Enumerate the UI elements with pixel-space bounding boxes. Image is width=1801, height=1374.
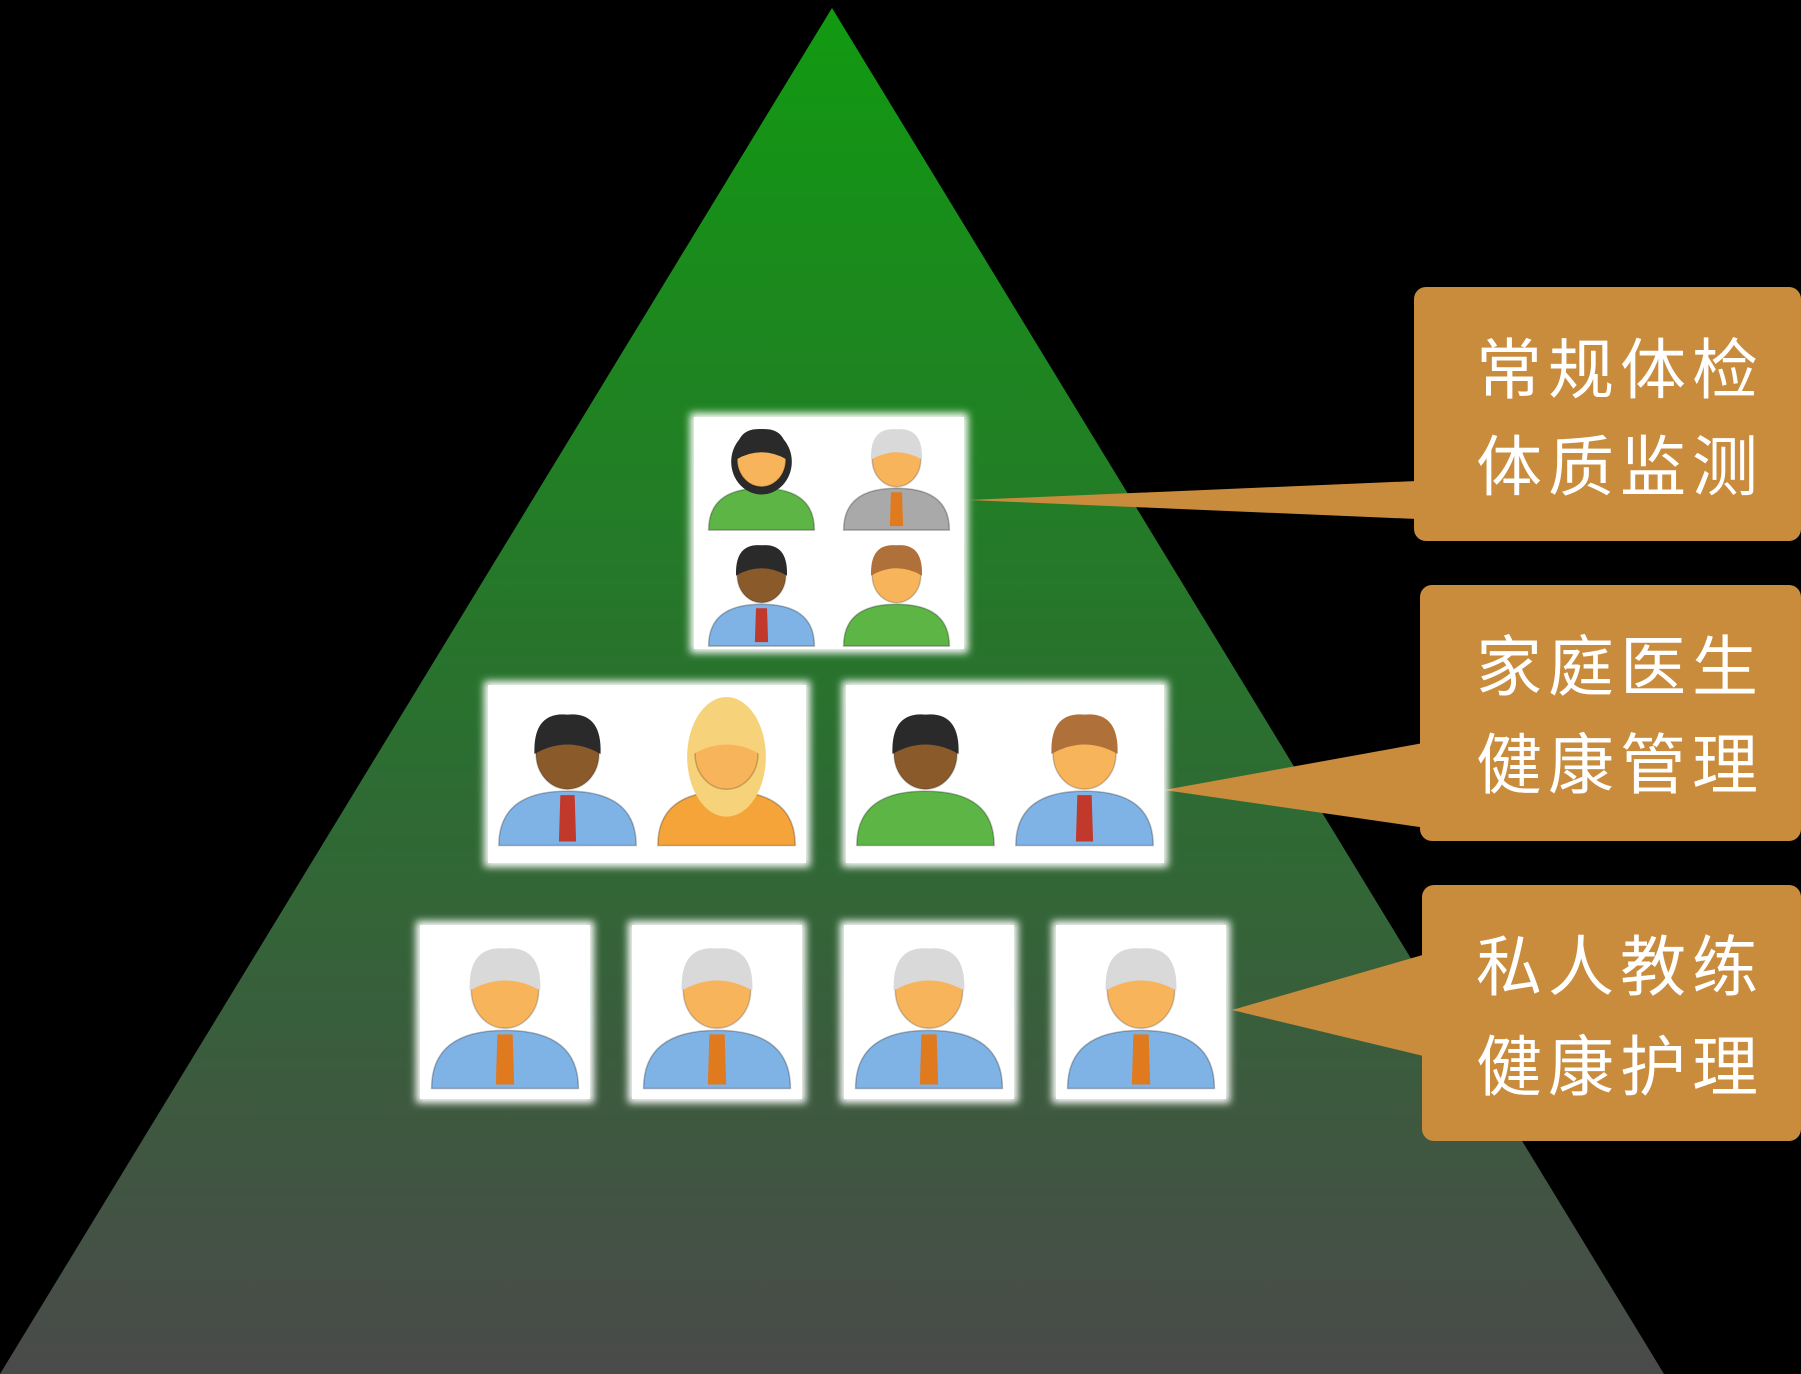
- photo-frame-bottom-1: [416, 921, 594, 1103]
- person-woman-dark-hair-green-icon: [707, 429, 816, 531]
- person-gray-hair-orange-tie-icon: [642, 948, 792, 1090]
- photo-frame-bottom-2: [628, 921, 806, 1103]
- callout-pointer-middle: [1164, 740, 1440, 830]
- callout-top-line-2: 体质监测: [1476, 429, 1764, 506]
- callout-bottom-line-2: 健康护理: [1476, 1029, 1764, 1106]
- callout-bottom: 私人教练 健康护理: [1422, 885, 1801, 1141]
- photo-frame-top-1: [690, 413, 968, 653]
- photo-frame-middle-2: [842, 681, 1168, 867]
- person-dark-skin-blue-shirt-icon: [707, 545, 816, 647]
- person-dark-skin-blue-shirt-icon: [498, 714, 637, 847]
- photo-frame-bottom-4: [1052, 921, 1230, 1103]
- photo-frame-bottom-3: [840, 921, 1018, 1103]
- callout-middle-line-2: 健康管理: [1476, 727, 1764, 804]
- callout-pointer-top: [968, 480, 1440, 520]
- person-gray-hair-orange-tie-icon: [1066, 948, 1216, 1090]
- person-gray-hair-orange-tie-icon: [430, 948, 580, 1090]
- callout-middle-line-1: 家庭医生: [1476, 629, 1764, 706]
- callout-bottom-line-1: 私人教练: [1476, 929, 1764, 1006]
- person-blonde-orange-icon: [657, 697, 796, 847]
- photo-frame-middle-1: [484, 681, 810, 867]
- person-brown-hair-blue-shirt-icon: [1015, 714, 1154, 847]
- callout-top-line-1: 常规体检: [1476, 332, 1764, 409]
- callout-pointer-bottom: [1232, 950, 1440, 1060]
- person-brown-hair-green-icon: [842, 545, 951, 647]
- person-gray-hair-vest-icon: [842, 429, 951, 531]
- person-dark-skin-green-shirt-icon: [856, 714, 995, 847]
- person-gray-hair-orange-tie-icon: [854, 948, 1004, 1090]
- callout-top: 常规体检 体质监测: [1414, 287, 1801, 541]
- callout-middle: 家庭医生 健康管理: [1420, 585, 1801, 841]
